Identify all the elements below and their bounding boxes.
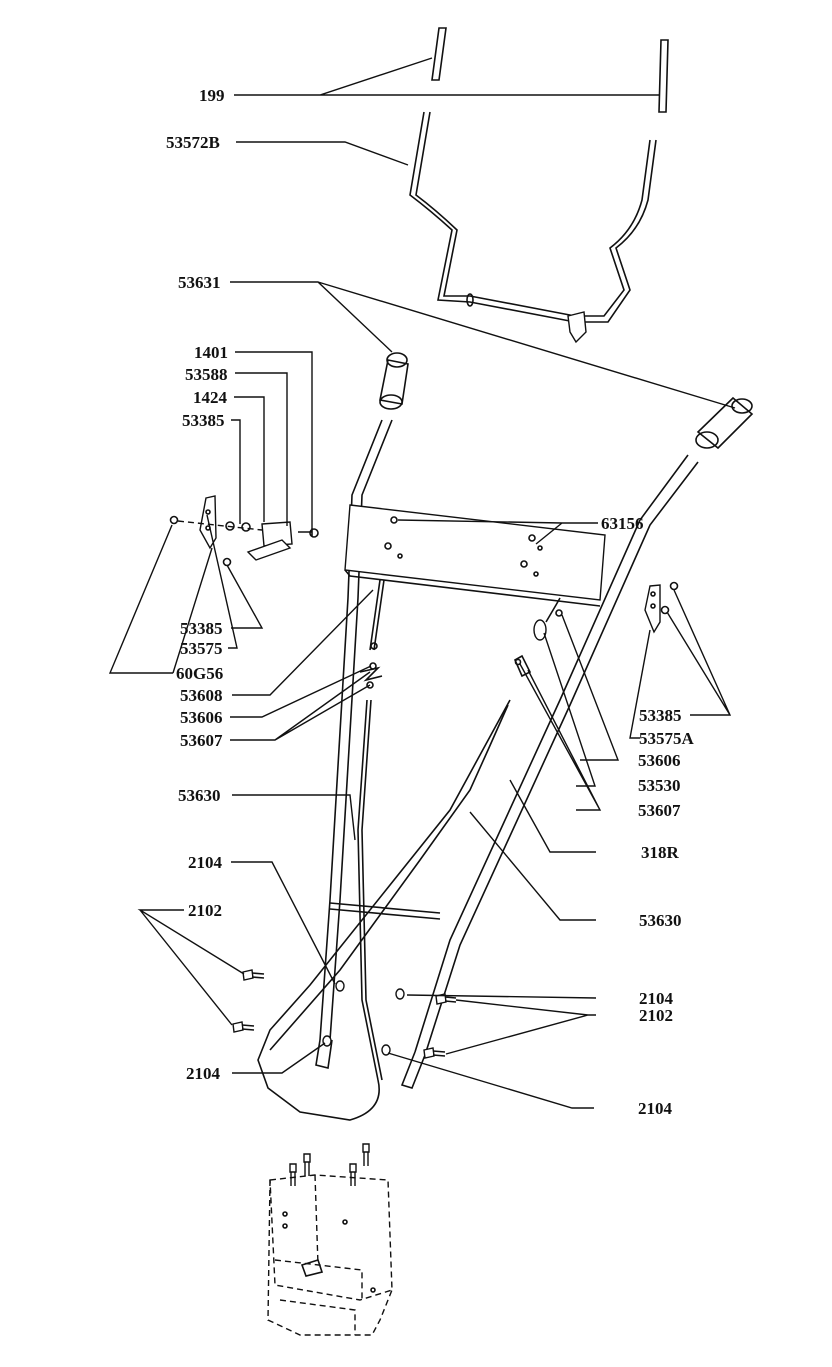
label-53631: 53631 [178,273,221,292]
bail-53572B [409,111,657,344]
handle-318R-left-tube [315,419,393,1069]
label-53607-left: 53607 [180,731,223,750]
callout-labels: 199 53572B 53631 1401 53588 1424 53385 6… [166,86,695,1118]
label-2102-a: 2102 [188,901,222,920]
label-2104-c: 2104 [186,1064,221,1083]
grip-199-right [658,39,669,113]
label-63156: 63156 [601,514,644,533]
label-199: 199 [199,86,225,105]
leader-lines [108,57,736,1109]
bracket-53575A [644,581,679,634]
bolt-2102-d [423,1047,446,1059]
label-1424: 1424 [193,388,228,407]
grip-53631-right [695,396,754,450]
bolt-2102-b [232,1021,255,1033]
label-53608: 53608 [180,686,223,705]
linkage-53608 [359,579,385,689]
label-60G56: 60G56 [176,664,223,683]
grip-199-left [431,27,447,81]
grip-53631-left [379,352,409,410]
label-53385-top: 53385 [182,411,225,430]
label-318R: 318R [641,843,680,862]
cross-bar [329,902,441,920]
bolt-2102-c [435,993,457,1005]
label-53575A: 53575A [639,729,695,748]
label-2102-b: 2102 [639,1006,673,1025]
fasteners-left-bracket [169,515,319,567]
linkage-53530 [513,597,563,678]
control-panel-63156 [344,504,606,607]
label-53606-right: 53606 [638,751,681,770]
label-53530: 53530 [638,776,681,795]
label-53607-right: 53607 [638,801,681,820]
label-2104-b: 2104 [639,989,674,1008]
label-53606-left: 53606 [180,708,223,727]
rod-53630-right [269,704,509,1051]
label-53572B: 53572B [166,133,220,152]
label-53588: 53588 [185,365,228,384]
label-2104-d: 2104 [638,1099,673,1118]
label-2104-a: 2104 [188,853,223,872]
label-53630-right: 53630 [639,911,682,930]
label-53575: 53575 [180,639,223,658]
nut-2104-set [322,980,405,1056]
lower-housing [267,1143,393,1336]
label-53385-mid: 53385 [180,619,223,638]
label-53385-right: 53385 [639,706,682,725]
handle-318R-right-tube [400,454,699,1089]
rod-53630-left [257,699,511,1121]
label-1401: 1401 [194,343,228,362]
label-53630-left: 53630 [178,786,221,805]
bolt-2102-a [242,969,265,981]
